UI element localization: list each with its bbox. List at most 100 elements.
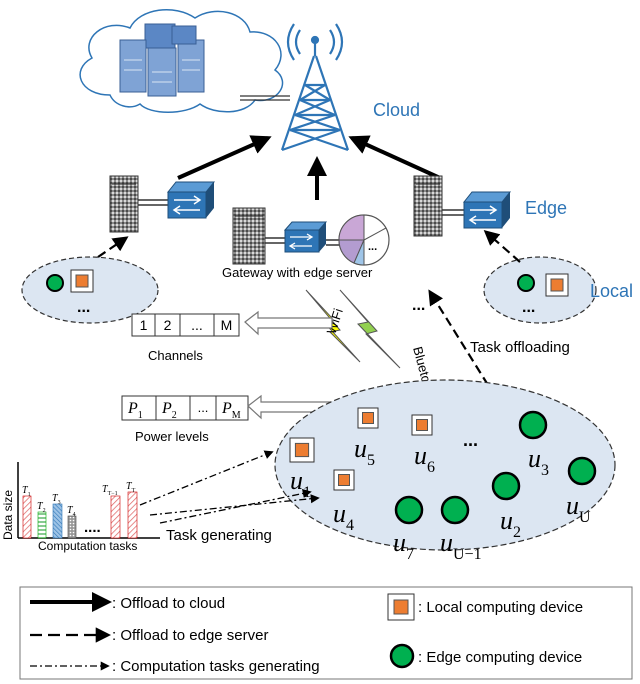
legend-task-generating: : Computation tasks generating — [30, 658, 320, 675]
legend-local-device: : Local computing device — [387, 593, 583, 621]
edge-device-icon — [567, 456, 597, 486]
gateway-label: Gateway with edge server — [222, 265, 373, 280]
local-device-icon — [550, 278, 564, 292]
more-devices-ellipsis: ... — [522, 299, 535, 316]
right-edge-server: Edge — [413, 175, 567, 237]
user-device-4: u4 — [333, 469, 355, 534]
rack-server-icon — [413, 175, 443, 237]
task-bar-3 — [52, 503, 63, 539]
power-cell — [215, 395, 249, 421]
power-cell — [121, 395, 157, 421]
right-local-cluster: ... Local — [483, 229, 633, 324]
power-levels-label: Power levels — [135, 429, 209, 444]
rack-server-icon — [109, 175, 139, 233]
left-local-cluster: ... — [21, 236, 159, 324]
edge-device-icon — [394, 495, 424, 525]
user-device-2: u2 — [491, 471, 521, 541]
task-offloading-label: Task offloading — [470, 339, 570, 356]
offload-cloud-arrows — [177, 135, 441, 200]
task-bar-label: TT−1 — [102, 484, 118, 497]
bluetooth-bolt-icon — [339, 289, 401, 369]
local-device-icon — [416, 419, 428, 431]
user-label: uU−1 — [440, 528, 482, 563]
local-device-icon — [75, 274, 89, 288]
task-bar-label: T2 — [37, 501, 46, 514]
task-bar-2 — [37, 511, 47, 539]
svg-text:: Computation tasks generating: : Computation tasks generating — [112, 658, 320, 675]
svg-text:: Local computing device: : Local computing device — [418, 599, 583, 616]
power-cell-label: P1 — [127, 400, 143, 421]
edge-device-icon — [518, 410, 548, 440]
task-chart-dots: .... — [84, 519, 101, 536]
legend-offload-cloud: : Offload to cloud — [30, 592, 225, 612]
task-bar-4 — [67, 515, 77, 539]
channel-cell-label: 2 — [164, 317, 172, 333]
svg-text:: Edge computing device: : Edge computing device — [418, 649, 582, 666]
arrow-local-to-edge-right — [483, 229, 521, 263]
task-bar-label: T3 — [52, 493, 61, 506]
channel-cell-label: M — [221, 317, 233, 333]
user-label: uU — [566, 491, 591, 526]
user-device-7: u7 — [393, 495, 424, 563]
task-offloading: Task offloading — [428, 289, 570, 386]
router-icon — [166, 181, 216, 219]
user-device-U: uU — [566, 456, 597, 526]
user-label: u2 — [500, 506, 521, 541]
power-cell-label: PM — [221, 400, 241, 421]
power-cell-label: P2 — [161, 400, 177, 421]
task-bar-label: T4 — [67, 505, 76, 518]
local-device-box — [289, 437, 315, 463]
svg-text:...: ... — [368, 241, 377, 253]
task-generating-arrows — [139, 450, 320, 524]
user-label: u4 — [333, 499, 354, 534]
edge-device-icon — [46, 274, 64, 292]
user-device-3: u3 — [518, 410, 549, 479]
arrow-edge-right-to-cloud — [348, 135, 441, 180]
legend-box — [19, 586, 633, 680]
datacenter-servers-icon — [119, 23, 205, 97]
more-links-ellipsis: ... — [412, 297, 425, 314]
user-device-6: u6 — [411, 414, 435, 476]
more-users-ellipsis: ... — [463, 430, 478, 450]
local-device-icon — [338, 474, 350, 486]
channels-label: Channels — [148, 348, 203, 363]
task-bar-T-1 — [110, 495, 121, 539]
local-device-icon — [294, 442, 310, 458]
edge-device-icon — [440, 495, 470, 525]
task-chart: Data size Computation tasks .... T1T2T3T… — [1, 450, 320, 553]
router-icon — [462, 191, 512, 229]
power-cell — [189, 395, 217, 421]
local-tier-label: Local — [590, 281, 633, 301]
gateway-edge-server: ... Gateway with edge server — [222, 207, 390, 280]
user-label: u3 — [528, 444, 549, 479]
task-chart-ylabel: Data size — [1, 490, 15, 540]
power-levels-block: P1 P2... PM Power levels — [121, 394, 361, 444]
cloud-link-lines — [240, 95, 290, 101]
resource-pie-icon: ... — [338, 214, 390, 266]
user-label: u7 — [393, 528, 414, 563]
more-devices-ellipsis: ... — [77, 299, 90, 316]
task-bar-label: T1 — [22, 485, 31, 498]
task-bar-T — [127, 491, 138, 539]
task-generating-label: Task generating — [166, 527, 272, 544]
edge-device-icon — [389, 643, 415, 669]
local-device-box — [387, 593, 415, 621]
left-edge-server — [109, 175, 216, 233]
edge-device-icon — [517, 274, 535, 292]
rack-server-icon — [232, 207, 266, 265]
channels-arrow — [244, 310, 333, 336]
user-label: u6 — [414, 441, 435, 476]
user-device-5: u5 — [354, 407, 379, 469]
router-icon — [283, 221, 328, 253]
task-bar-label: TT — [126, 481, 136, 494]
channel-cell-label: 1 — [140, 317, 148, 333]
svg-text:: Offload to cloud: : Offload to cloud — [112, 595, 225, 612]
legend-edge-device: : Edge computing device — [389, 643, 582, 669]
user-device-U−1: uU−1 — [440, 495, 482, 563]
power-cell-label: ... — [198, 400, 209, 415]
power-cell — [155, 395, 191, 421]
legend-offload-edge: : Offload to edge server — [30, 627, 268, 644]
